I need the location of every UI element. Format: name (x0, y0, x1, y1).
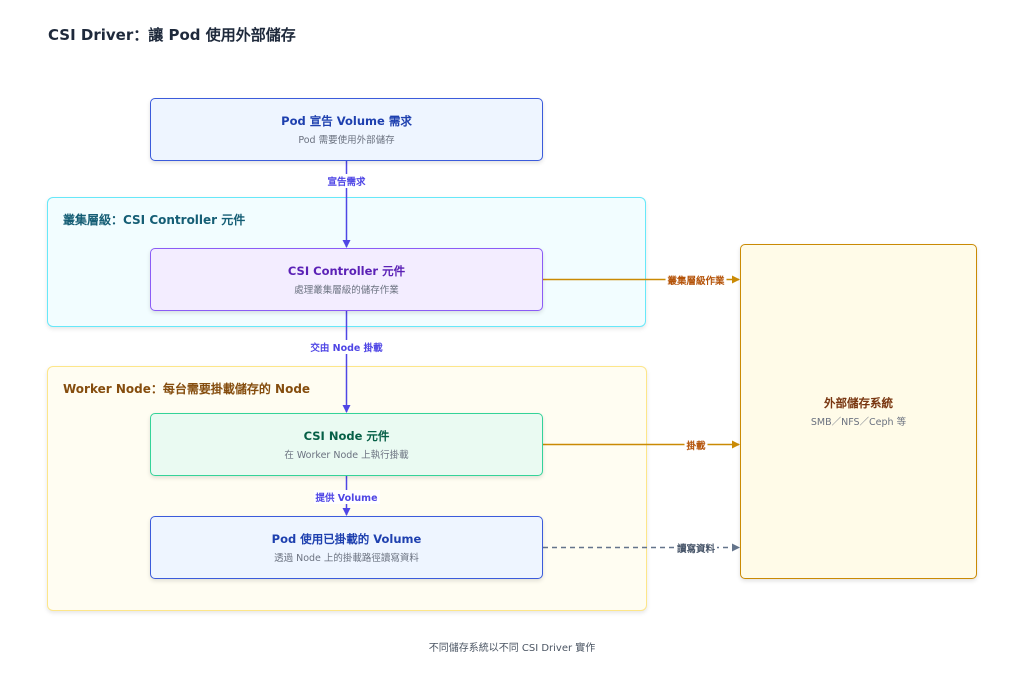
worker-group-label: Worker Node：每台需要掛載儲存的 Node (63, 382, 311, 396)
edge-label-mount: 掛載 (684, 437, 708, 452)
cluster-group-label: 叢集層級：CSI Controller 元件 (63, 213, 246, 227)
pod-request-title: Pod 宣告 Volume 需求 (281, 114, 412, 128)
pod-volume-request-node: Pod 宣告 Volume 需求 Pod 需要使用外部儲存 (150, 98, 543, 161)
csi-controller-title: CSI Controller 元件 (287, 264, 406, 278)
edge-label-declare: 宣告需求 (325, 174, 368, 188)
pod-request-subtitle: Pod 需要使用外部儲存 (298, 135, 395, 146)
csi-controller-node: CSI Controller 元件 處理叢集層級的儲存作業 (150, 248, 543, 311)
csi-controller-subtitle: 處理叢集層級的儲存作業 (294, 285, 399, 296)
edge-label-provide: 提供 Volume (313, 490, 380, 504)
edge-label-handoff: 交由 Node 掛載 (308, 340, 385, 354)
csi-node-title: CSI Node 元件 (303, 429, 390, 443)
pod-use-title: Pod 使用已掛載的 Volume (271, 532, 422, 546)
pod-use-volume-node: Pod 使用已掛載的 Volume 透過 Node 上的掛載路徑讀寫資料 (150, 516, 543, 579)
edge-label-cluster-ops: 叢集層級作業 (665, 272, 727, 287)
pod-use-subtitle: 透過 Node 上的掛載路徑讀寫資料 (274, 553, 419, 564)
footer-note: 不同儲存系統以不同 CSI Driver 實作 (428, 643, 596, 654)
storage-title: 外部儲存系統 (824, 396, 893, 410)
csi-node-component-node: CSI Node 元件 在 Worker Node 上執行掛載 (150, 413, 543, 476)
csi-node-subtitle: 在 Worker Node 上執行掛載 (284, 450, 409, 461)
storage-subtitle: SMB／NFS／Ceph 等 (810, 417, 907, 428)
external-storage-node: 外部儲存系統 SMB／NFS／Ceph 等 (740, 244, 977, 579)
edge-label-readwrite: 讀寫資料 (674, 540, 718, 555)
diagram-title: CSI Driver：讓 Pod 使用外部儲存 (48, 26, 296, 44)
